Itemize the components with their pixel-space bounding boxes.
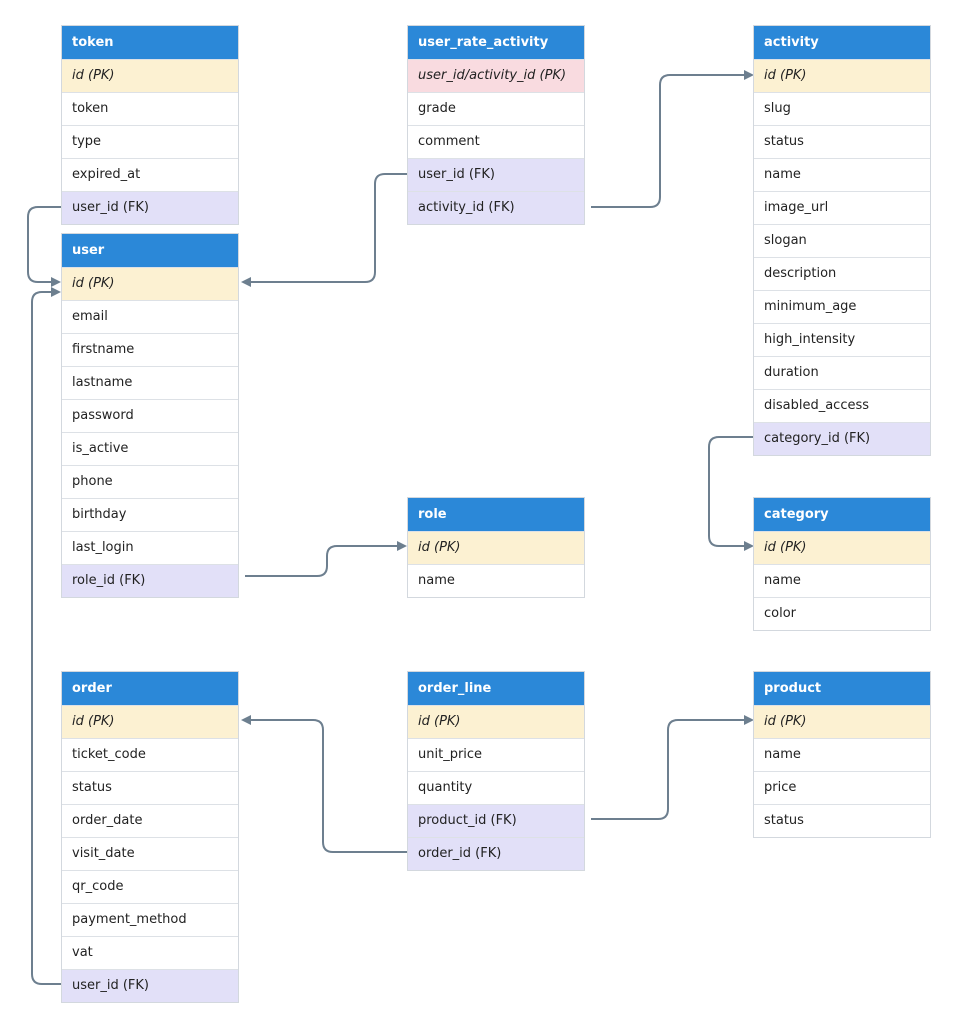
table-field-user: is_active (62, 432, 238, 465)
table-field-activity: image_url (754, 191, 930, 224)
table-header-user: user (62, 234, 238, 267)
table-field-order-line: quantity (408, 771, 584, 804)
table-field-product: id (PK) (754, 705, 930, 738)
table-field-activity: slug (754, 92, 930, 125)
table-field-user-rate-activity: activity_id (FK) (408, 191, 584, 224)
table-field-category: id (PK) (754, 531, 930, 564)
table-field-activity: name (754, 158, 930, 191)
table-field-token: expired_at (62, 158, 238, 191)
table-field-order: qr_code (62, 870, 238, 903)
table-field-user: phone (62, 465, 238, 498)
table-field-user: email (62, 300, 238, 333)
table-field-order: status (62, 771, 238, 804)
table-header-order-line: order_line (408, 672, 584, 705)
connector-rate-activity (591, 74, 746, 208)
table-field-order-line: order_id (FK) (408, 837, 584, 870)
table-field-token: user_id (FK) (62, 191, 238, 224)
table-field-order: order_date (62, 804, 238, 837)
table-field-user-rate-activity: comment (408, 125, 584, 158)
table-field-user-rate-activity: user_id/activity_id (PK) (408, 59, 584, 92)
table-field-order: visit_date (62, 837, 238, 870)
table-header-category: category (754, 498, 930, 531)
table-field-token: id (PK) (62, 59, 238, 92)
table-field-order-line: unit_price (408, 738, 584, 771)
table-field-product: name (754, 738, 930, 771)
table-header-activity: activity (754, 26, 930, 59)
table-field-role: id (PK) (408, 531, 584, 564)
table-header-token: token (62, 26, 238, 59)
table-field-user: id (PK) (62, 267, 238, 300)
table-field-activity: status (754, 125, 930, 158)
table-field-order: user_id (FK) (62, 969, 238, 1002)
table-field-user: firstname (62, 333, 238, 366)
table-header-role: role (408, 498, 584, 531)
table-field-activity: high_intensity (754, 323, 930, 356)
table-field-user: lastname (62, 366, 238, 399)
table-field-activity: category_id (FK) (754, 422, 930, 455)
table-field-role: name (408, 564, 584, 597)
table-field-activity: minimum_age (754, 290, 930, 323)
arrowhead-order-user (51, 287, 61, 297)
connector-rate-user (250, 173, 407, 283)
table-field-order: ticket_code (62, 738, 238, 771)
table-header-order: order (62, 672, 238, 705)
table-field-category: name (754, 564, 930, 597)
table-field-order-line: product_id (FK) (408, 804, 584, 837)
connector-activity-category (708, 436, 753, 547)
table-field-user: last_login (62, 531, 238, 564)
table-field-product: status (754, 804, 930, 837)
connector-order-user (31, 291, 61, 985)
table-field-activity: disabled_access (754, 389, 930, 422)
table-field-order: id (PK) (62, 705, 238, 738)
table-header-product: product (754, 672, 930, 705)
arrowhead-rate-user (241, 277, 251, 287)
table-field-activity: description (754, 257, 930, 290)
table-header-user-rate-activity: user_rate_activity (408, 26, 584, 59)
table-field-user: role_id (FK) (62, 564, 238, 597)
connector-user-role (245, 545, 400, 577)
table-field-activity: id (PK) (754, 59, 930, 92)
table-field-product: price (754, 771, 930, 804)
connector-orderline-order (250, 719, 407, 853)
table-field-user: password (62, 399, 238, 432)
table-field-activity: slogan (754, 224, 930, 257)
table-field-user-rate-activity: user_id (FK) (408, 158, 584, 191)
table-field-order: vat (62, 936, 238, 969)
arrowhead-token-user (51, 277, 61, 287)
table-field-category: color (754, 597, 930, 630)
table-field-token: type (62, 125, 238, 158)
table-field-order: payment_method (62, 903, 238, 936)
connector-token-user (27, 206, 61, 283)
arrowhead-orderline-order (241, 715, 251, 725)
arrowhead-user-role (397, 541, 407, 551)
table-field-order-line: id (PK) (408, 705, 584, 738)
connector-orderline-product (591, 719, 746, 820)
table-field-activity: duration (754, 356, 930, 389)
table-field-token: token (62, 92, 238, 125)
table-field-user-rate-activity: grade (408, 92, 584, 125)
table-field-user: birthday (62, 498, 238, 531)
